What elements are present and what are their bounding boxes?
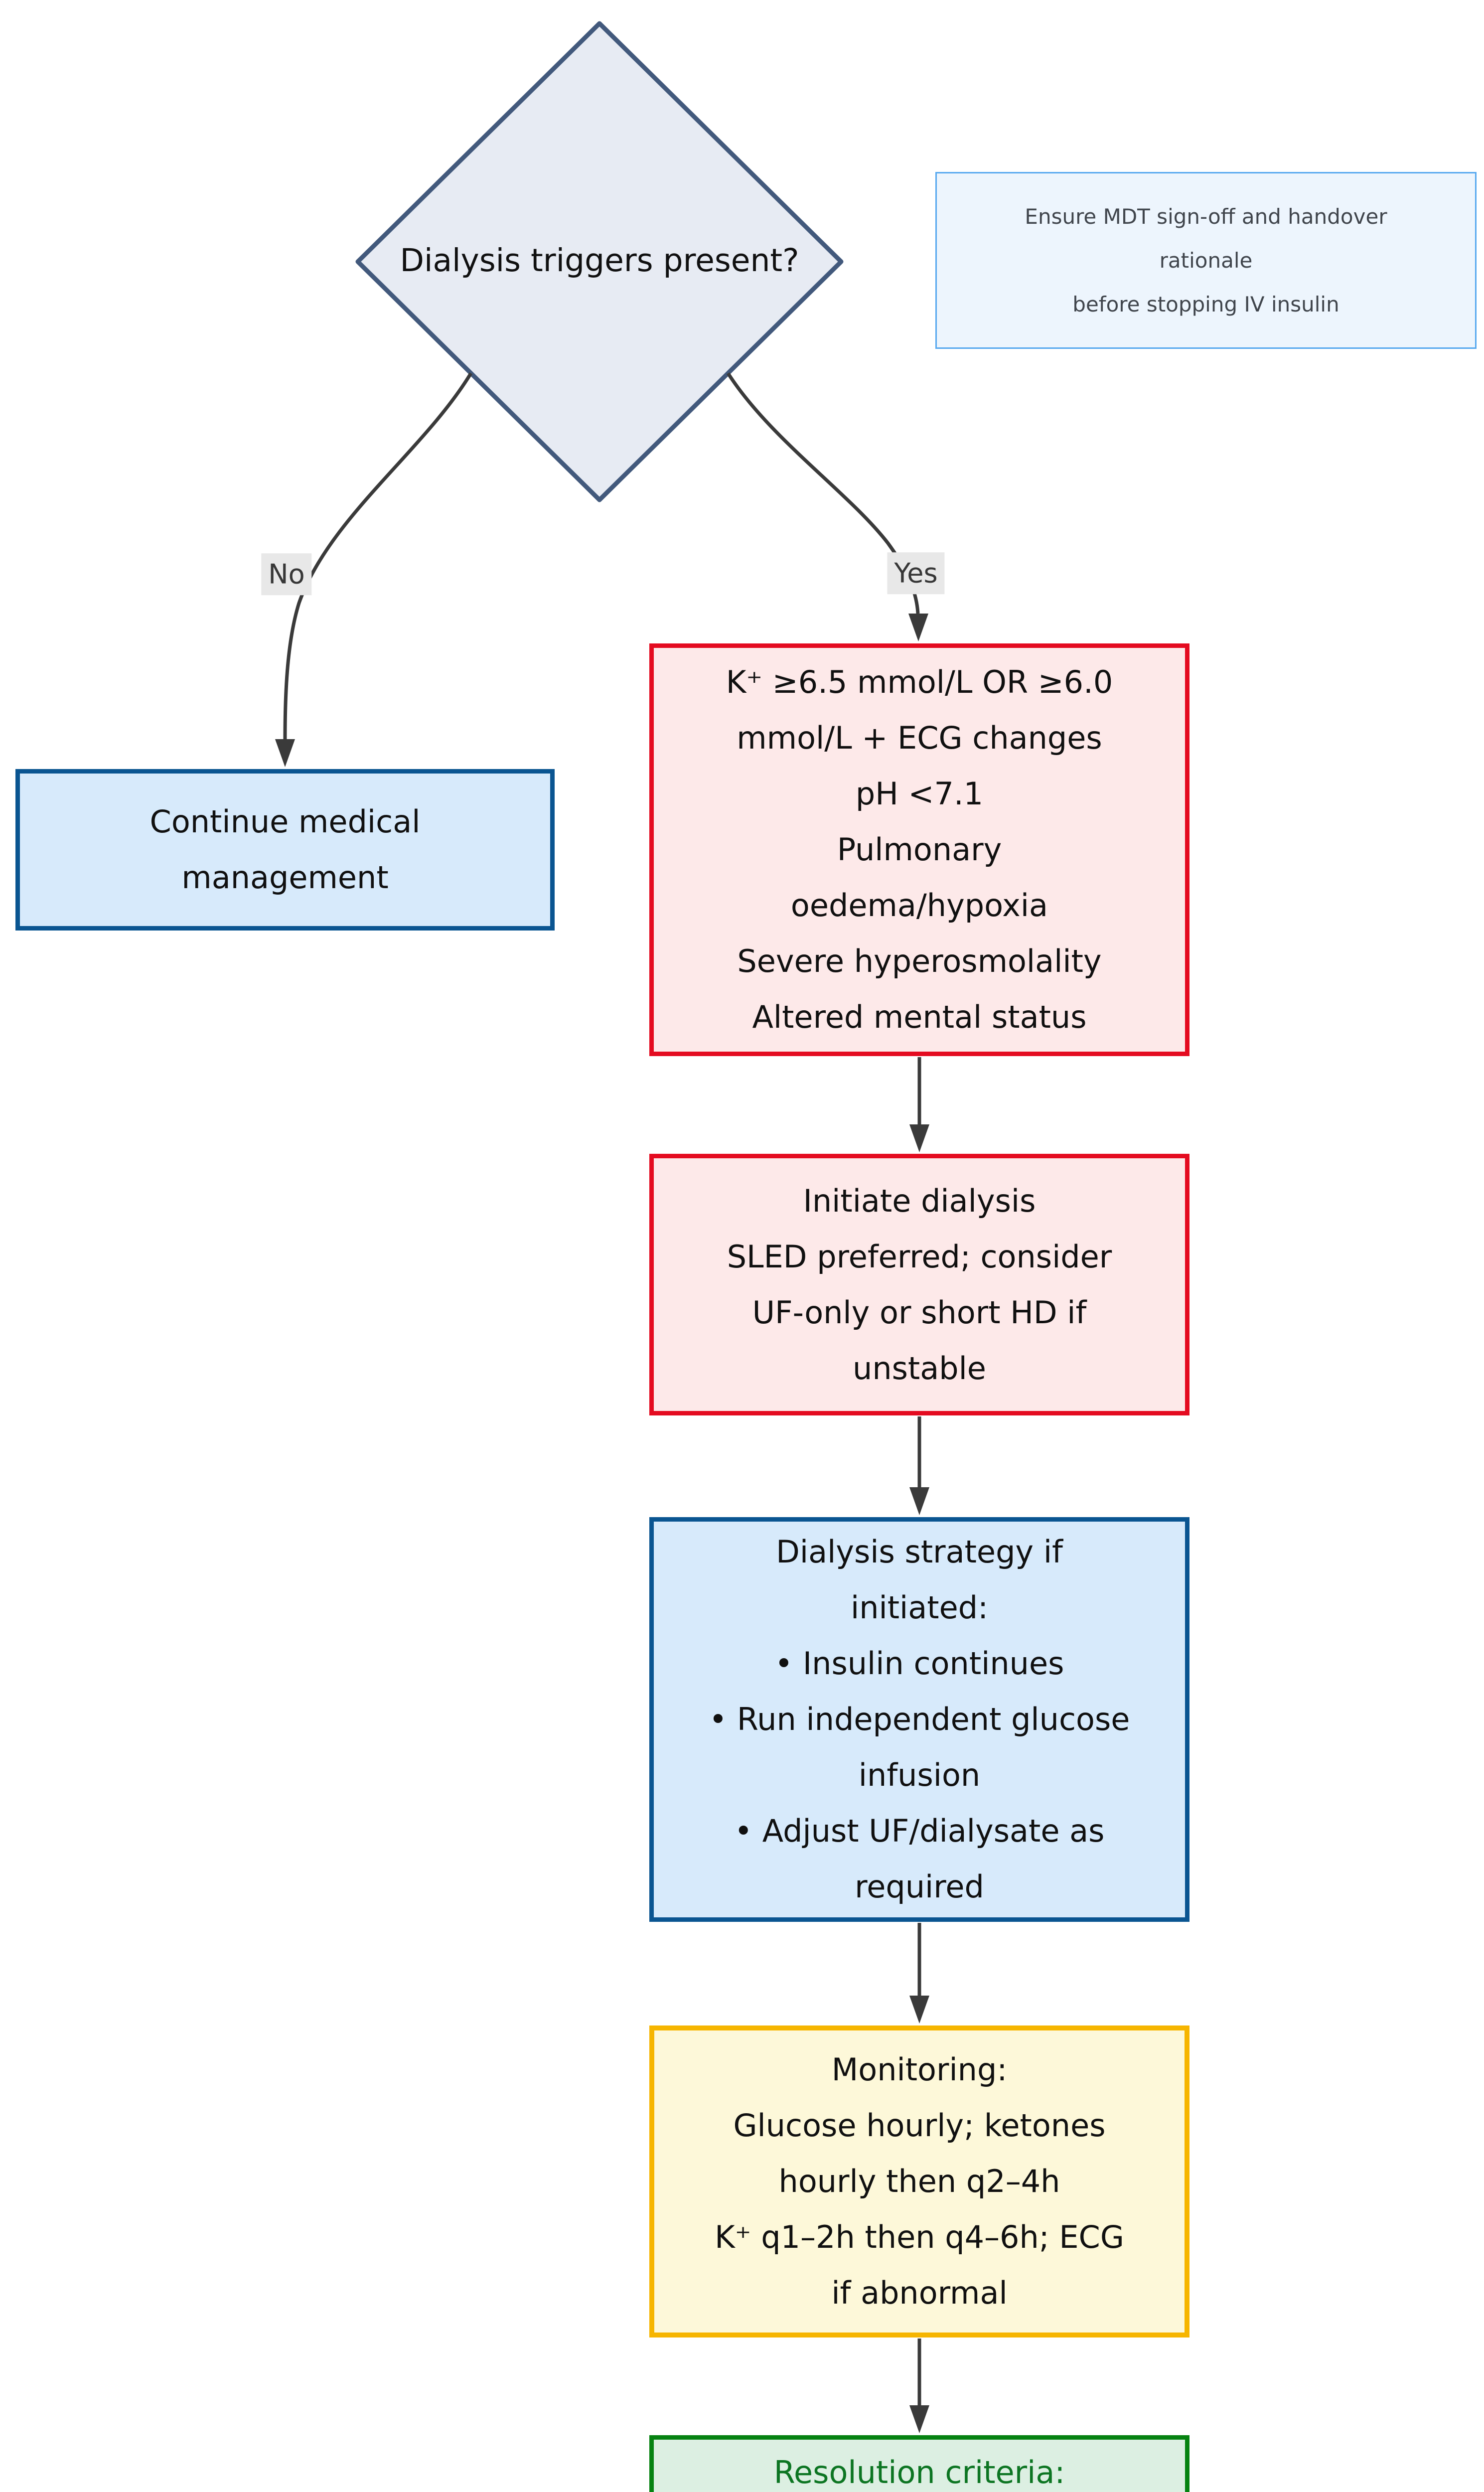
node-line: Monitoring: <box>831 2051 1008 2088</box>
note-line: rationale <box>1159 248 1253 273</box>
node-line: pH <7.1 <box>855 776 984 812</box>
node-continue-medical-management: Continue medical management <box>15 769 555 931</box>
node-line: Initiate dialysis <box>803 1182 1036 1219</box>
node-dialysis-trigger-criteria: K⁺ ≥6.5 mmol/L OR ≥6.0 mmol/L + ECG chan… <box>649 643 1189 1056</box>
node-line: Severe hyperosmolality <box>737 943 1102 979</box>
node-line: Pulmonary <box>837 831 1002 868</box>
node-line: infusion <box>858 1757 981 1793</box>
node-dialysis-strategy: Dialysis strategy if initiated: • Insuli… <box>649 1517 1189 1922</box>
node-line: Dialysis strategy if <box>776 1534 1063 1570</box>
node-line: initiated: <box>851 1589 988 1626</box>
node-line: hourly then q2–4h <box>778 2163 1060 2199</box>
edge-no-path <box>283 372 472 740</box>
connector-strategy-monitoring-arrowhead <box>909 1996 929 2024</box>
node-line: Altered mental status <box>752 999 1087 1035</box>
node-line: required <box>855 1869 984 1905</box>
edge-no-arrowhead <box>275 739 295 767</box>
note-line: before stopping IV insulin <box>1072 292 1339 316</box>
connector-monitoring-resolution-arrowhead <box>909 2405 929 2433</box>
node-line: • Adjust UF/dialysate as <box>734 1813 1105 1849</box>
node-line: • Insulin continues <box>774 1645 1064 1682</box>
node-line: if abnormal <box>831 2275 1008 2311</box>
node-line: • Run independent glucose <box>709 1701 1130 1737</box>
decision-diamond <box>355 21 844 502</box>
node-resolution-criteria: Resolution criteria: BHB <0.6 mmol/L; pH… <box>649 2435 1189 2492</box>
connector-triggers-initiate-arrowhead <box>909 1124 929 1152</box>
edge-yes-arrowhead <box>908 614 928 641</box>
node-monitoring: Monitoring: Glucose hourly; ketones hour… <box>649 2025 1189 2337</box>
edge-label-no: No <box>261 553 312 595</box>
node-line: SLED preferred; consider <box>727 1238 1112 1275</box>
note-line: Ensure MDT sign-off and handover <box>1025 204 1387 229</box>
node-initiate-dialysis: Initiate dialysis SLED preferred; consid… <box>649 1154 1189 1415</box>
edge-label-yes: Yes <box>887 552 945 594</box>
node-line: Resolution criteria: <box>773 2454 1065 2491</box>
node-line: Continue medical <box>149 803 421 840</box>
node-line: mmol/L + ECG changes <box>737 720 1102 756</box>
node-line: K⁺ q1–2h then q4–6h; ECG <box>715 2219 1124 2255</box>
connector-initiate-strategy-arrowhead <box>909 1487 929 1515</box>
node-line: oedema/hypoxia <box>790 887 1048 924</box>
node-line: Glucose hourly; ketones <box>733 2107 1106 2144</box>
node-line: K⁺ ≥6.5 mmol/L OR ≥6.0 <box>726 664 1113 700</box>
node-line: UF-only or short HD if <box>752 1294 1087 1331</box>
node-line: management <box>181 859 389 896</box>
decision-label: Dialysis triggers present? <box>400 242 799 279</box>
note-mdt-signoff: Ensure MDT sign-off and handover rationa… <box>935 172 1477 349</box>
node-line: unstable <box>853 1350 986 1387</box>
